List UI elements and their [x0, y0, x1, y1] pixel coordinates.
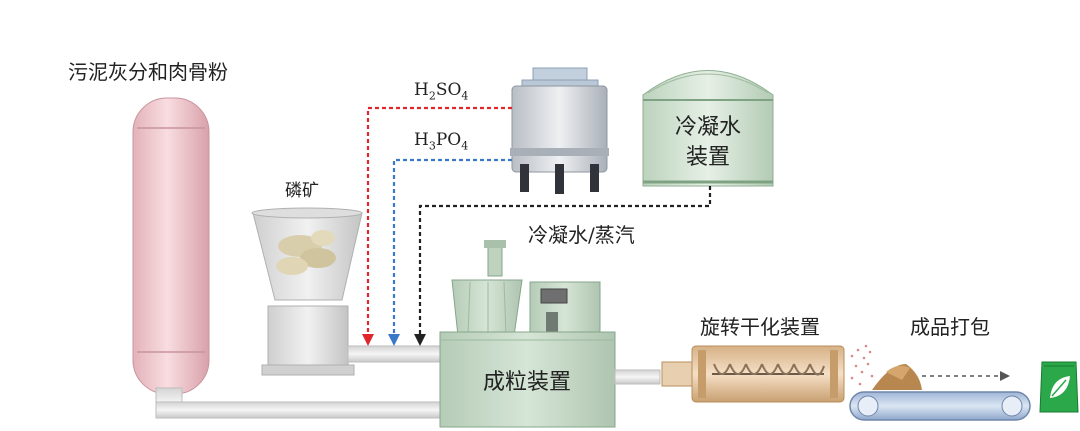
phosphate-rock-pile [276, 230, 336, 275]
rotary-dryer-label: 旋转干化装置 [700, 315, 820, 339]
h3po4-label: H3PO4 [414, 130, 469, 153]
acid-tank [510, 67, 609, 194]
granulator [439, 240, 661, 428]
product-pile [872, 364, 922, 390]
conveyor-belt [849, 391, 1031, 421]
condensate-steam-label: 冷凝水/蒸汽 [528, 223, 635, 247]
phosphate-rock-label: 磷矿 [285, 181, 319, 201]
rotary-dryer [661, 344, 874, 403]
particle-spray [850, 344, 874, 386]
condensate-dome [642, 70, 774, 187]
condensate-unit-label: 冷凝水 装置 [674, 115, 741, 170]
sludge-silo [132, 97, 447, 419]
h2so4-label: H2SO4 [414, 80, 469, 103]
h3po4-line [388, 158, 512, 346]
sludge-ash-label: 污泥灰分和肉骨粉 [68, 60, 228, 84]
leaf-icon [1050, 376, 1070, 398]
steam-line [414, 186, 712, 346]
fertilizer-bag [1039, 361, 1079, 413]
flow-arrow [922, 371, 1010, 381]
granulation-unit-label: 成粒装置 [482, 370, 571, 395]
h2so4-line [362, 106, 512, 346]
phosphate-hopper [251, 207, 441, 376]
packaging-label: 成品打包 [910, 315, 990, 339]
